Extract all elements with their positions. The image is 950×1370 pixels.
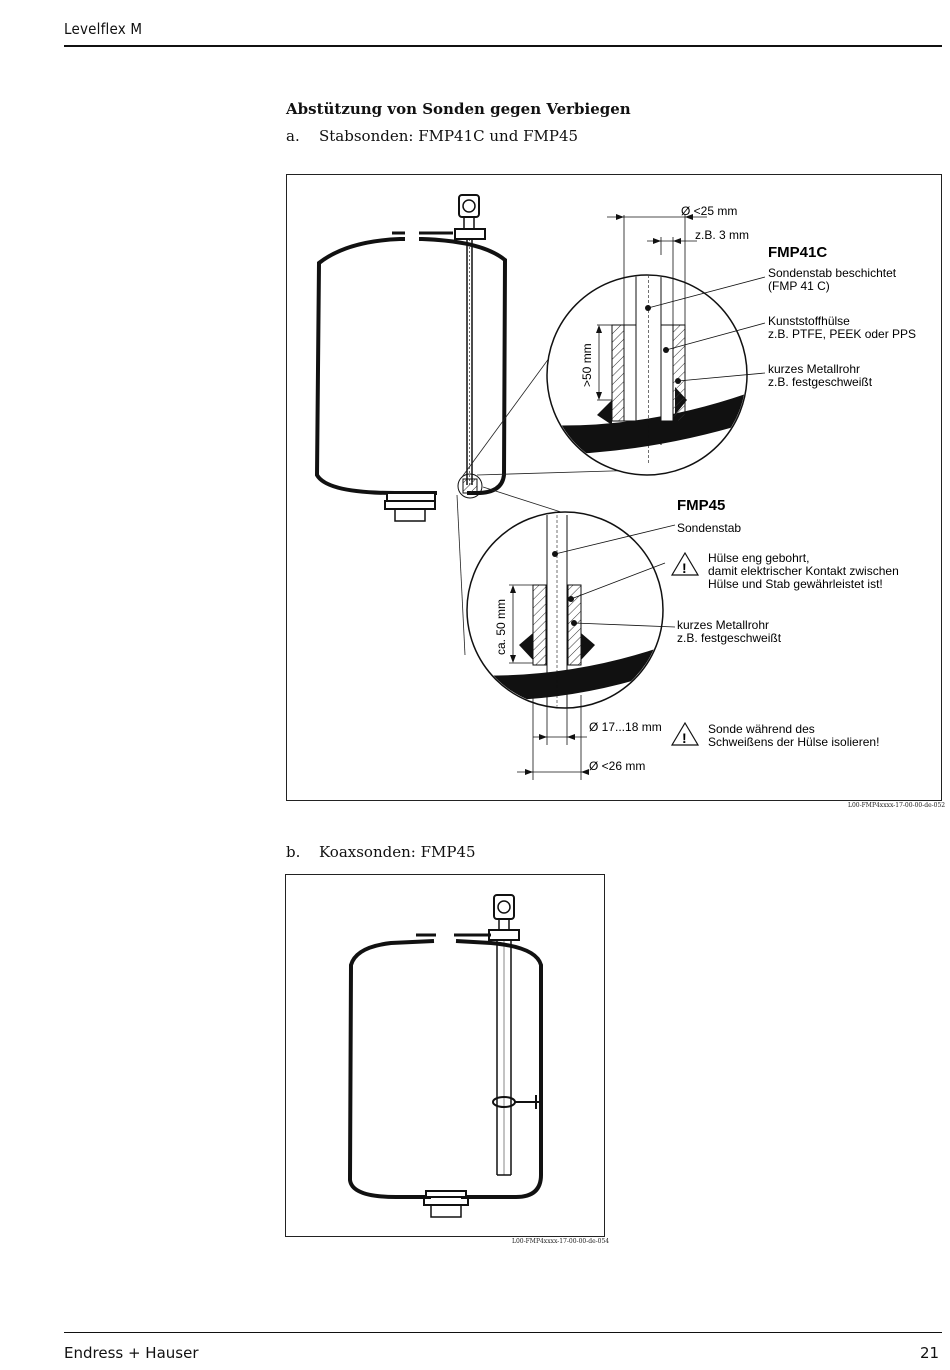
header-rule bbox=[64, 45, 942, 47]
item-a-label: a. bbox=[286, 127, 300, 145]
warning-icon-weld: ! bbox=[670, 721, 700, 746]
fmp41c-title: FMP41C bbox=[768, 244, 827, 261]
section-heading: Abstützung von Sonden gegen Verbiegen bbox=[286, 100, 631, 118]
fmp45-pipe-label: kurzes Metallrohr bbox=[677, 618, 769, 632]
dim-inner-diameter: Ø 17...18 mm bbox=[589, 720, 662, 734]
header-title: Levelflex M bbox=[64, 20, 143, 38]
fmp45-warning-2: damit elektrischer Kontakt zwischen bbox=[708, 564, 899, 578]
figure1-id: L00-FMP4xxxx-17-00-00-de-052 bbox=[848, 802, 946, 809]
fmp45-warning-3: Hülse und Stab gewährleistet ist! bbox=[708, 577, 883, 591]
fmp45-pipe-label-2: z.B. festgeschweißt bbox=[677, 631, 782, 645]
fmp45-rod-label: Sondenstab bbox=[677, 521, 741, 535]
dim-outer-diameter-2: Ø <26 mm bbox=[589, 759, 645, 773]
item-b-label: b. bbox=[286, 843, 301, 861]
fmp41c-rod-label: Sondenstab beschichtet bbox=[768, 266, 897, 280]
detail-fmp41c bbox=[546, 214, 766, 476]
weld-warning-2: Schweißens der Hülse isolieren! bbox=[708, 735, 879, 749]
svg-text:!: ! bbox=[682, 730, 687, 746]
item-a-text: Stabsonden: FMP41C und FMP45 bbox=[319, 127, 579, 145]
fmp41c-sleeve-label-2: z.B. PTFE, PEEK oder PPS bbox=[768, 327, 916, 341]
figure-rod-probes: Ø <25 mm z.B. 3 mm FMP41C Sondenstab bes… bbox=[286, 174, 942, 801]
tank-diagram bbox=[314, 194, 508, 522]
fmp41c-pipe-label: kurzes Metallrohr bbox=[768, 362, 860, 376]
dim-gap: z.B. 3 mm bbox=[695, 228, 749, 242]
list-item-a: a. Stabsonden: FMP41C und FMP45 bbox=[286, 127, 686, 147]
fmp41c-pipe-label-2: z.B. festgeschweißt bbox=[768, 375, 873, 389]
list-item-b: b. Koaxsonden: FMP45 bbox=[286, 843, 586, 863]
footer-rule bbox=[64, 1332, 942, 1333]
fmp45-warning-1: Hülse eng gebohrt, bbox=[708, 551, 809, 565]
fmp41c-rod-label-2: (FMP 41 C) bbox=[768, 279, 830, 293]
dim-outer-diameter: Ø <25 mm bbox=[681, 204, 737, 218]
fmp45-title: FMP45 bbox=[677, 497, 725, 514]
detail-fmp45 bbox=[466, 511, 676, 780]
figure-coax-probe bbox=[285, 874, 605, 1237]
weld-warning-1: Sonde während des bbox=[708, 722, 815, 736]
warning-icon: ! bbox=[670, 551, 700, 576]
tank-diagram-2 bbox=[347, 894, 543, 1218]
item-b-text: Koaxsonden: FMP45 bbox=[319, 843, 476, 861]
figure2-id: L00-FMP4xxxx-17-00-00-de-054 bbox=[512, 1238, 610, 1245]
svg-text:!: ! bbox=[682, 560, 687, 576]
fmp45-height: ca. 50 mm bbox=[494, 599, 508, 655]
fmp41c-height: >50 mm bbox=[580, 343, 594, 387]
page-number: 21 bbox=[920, 1344, 940, 1362]
fmp41c-sleeve-label: Kunststoffhülse bbox=[768, 314, 850, 328]
footer-company: Endress + Hauser bbox=[64, 1344, 199, 1362]
